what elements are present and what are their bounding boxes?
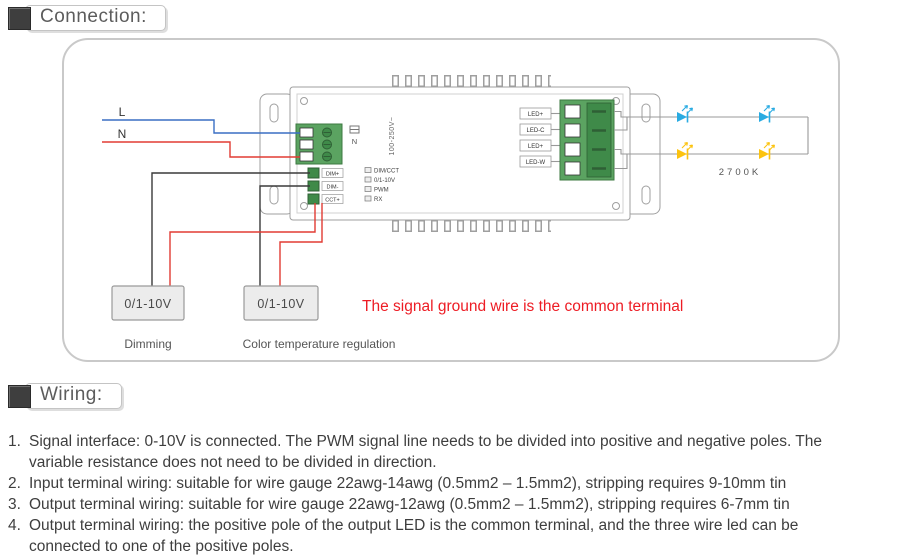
cct-caption: Color temperature regulation bbox=[243, 337, 396, 351]
dim-signal-wire bbox=[151, 172, 310, 286]
cct-box-label: 0/1-10V bbox=[257, 297, 304, 311]
legend-pwm: PWM bbox=[374, 188, 389, 194]
item-text: Output terminal wiring: suitable for wir… bbox=[29, 496, 790, 513]
live-label: L bbox=[119, 105, 126, 119]
neutral-mark-label: N bbox=[352, 137, 357, 146]
wiring-title: Wiring: bbox=[40, 384, 103, 405]
item-number: 4. bbox=[8, 517, 21, 534]
heatsink-fins-icon bbox=[392, 75, 551, 232]
item-number: 2. bbox=[8, 475, 21, 492]
connection-diagram: N 100-250V~ DIM+ DIM- CCT+ DIM/CCT 0/1-1… bbox=[102, 75, 809, 351]
connection-diagram-frame: N 100-250V~ DIM+ DIM- CCT+ DIM/CCT 0/1-1… bbox=[62, 38, 840, 362]
out-label-led-plus-2: LED+ bbox=[528, 144, 544, 150]
item-number: 1. bbox=[8, 433, 21, 450]
led-driver-device bbox=[259, 86, 661, 221]
cct-signal-wire bbox=[259, 185, 310, 286]
out-label-led-c: LED-C bbox=[526, 128, 545, 134]
dim-ground-wire bbox=[169, 203, 316, 286]
wiring-header: Wiring: bbox=[8, 383, 122, 409]
wiring-instructions: 1. Signal interface: 0-10V is connected.… bbox=[8, 431, 858, 557]
output-connector bbox=[559, 99, 615, 181]
out-label-led-w: LED-W bbox=[526, 160, 546, 166]
cool-white-led-icon bbox=[758, 104, 776, 124]
cct-ground-wire bbox=[279, 203, 323, 286]
item-text: Output terminal wiring: the positive pol… bbox=[29, 517, 799, 555]
connection-title: Connection: bbox=[40, 6, 147, 27]
warm-white-led-icon bbox=[676, 141, 694, 161]
out-label-led-plus-1: LED+ bbox=[528, 112, 544, 118]
legend-dim-cct: DIM/CCT bbox=[374, 169, 399, 175]
section-bullet-icon bbox=[8, 384, 31, 408]
wiring-item-1: 1. Signal interface: 0-10V is connected.… bbox=[8, 431, 858, 473]
item-text: Signal interface: 0-10V is connected. Th… bbox=[29, 433, 822, 471]
wiring-header-box: Wiring: bbox=[25, 383, 122, 409]
wiring-item-3: 3. Output terminal wiring: suitable for … bbox=[8, 494, 858, 515]
diagram-note: The signal ground wire is the common ter… bbox=[362, 298, 683, 315]
signal-legend: DIM/CCT 0/1-10V PWM RX bbox=[364, 167, 399, 203]
cct-box: 0/1-10V bbox=[243, 285, 319, 321]
wiring-item-4: 4. Output terminal wiring: the positive … bbox=[8, 515, 858, 557]
connection-header-box: Connection: bbox=[25, 5, 166, 31]
ac-marking-icons: N bbox=[349, 125, 360, 146]
neutral-wire bbox=[102, 141, 300, 158]
signal-terminal: DIM+ DIM- CCT+ bbox=[307, 167, 344, 205]
ac-input-terminal bbox=[295, 123, 343, 165]
connection-header: Connection: bbox=[8, 5, 166, 31]
item-text: Input terminal wiring: suitable for wire… bbox=[29, 475, 787, 492]
dimmer-box-label: 0/1-10V bbox=[124, 297, 171, 311]
terminal-label-cct-plus: CCT+ bbox=[325, 198, 340, 204]
section-bullet-icon bbox=[8, 6, 31, 30]
terminal-label-dim-minus: DIM- bbox=[327, 185, 339, 191]
neutral-label: N bbox=[118, 127, 127, 141]
cool-white-led-icon bbox=[676, 104, 694, 124]
led-string-wires bbox=[614, 110, 809, 170]
terminal-label-dim-plus: DIM+ bbox=[326, 172, 339, 178]
output-terminals: LED+ LED-C LED+ LED-W bbox=[519, 107, 560, 168]
item-number: 3. bbox=[8, 496, 21, 513]
warm-white-led-icon bbox=[758, 141, 776, 161]
wiring-item-2: 2. Input terminal wiring: suitable for w… bbox=[8, 473, 858, 494]
color-temp-label: 2700K bbox=[719, 167, 761, 178]
voltage-rating-label: 100-250V~ bbox=[389, 117, 396, 156]
legend-0-1-10v: 0/1-10V bbox=[374, 178, 395, 184]
dimmer-box: 0/1-10V bbox=[111, 285, 185, 321]
legend-rx: RX bbox=[374, 197, 382, 203]
live-wire bbox=[102, 119, 300, 134]
dimming-caption: Dimming bbox=[124, 337, 171, 351]
